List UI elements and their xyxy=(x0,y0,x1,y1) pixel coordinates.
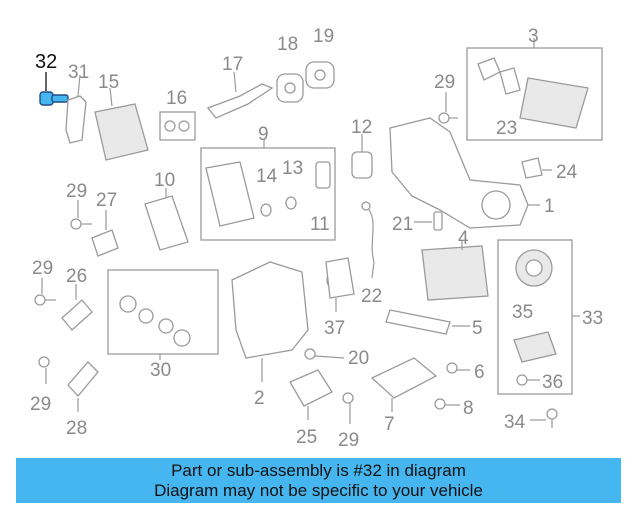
callout-11: 11 xyxy=(310,214,330,235)
parts-diagram: 32 31 15 16 17 18 19 3 23 xyxy=(30,26,603,451)
part-12-actuator xyxy=(351,134,373,179)
part-34-screw xyxy=(530,408,558,428)
part-29-screw-bottom xyxy=(38,356,50,384)
part-3-assembly xyxy=(466,38,603,141)
callout-1: 1 xyxy=(544,196,555,217)
callout-29-mid: 29 xyxy=(32,258,53,279)
part-21-screw xyxy=(414,211,443,231)
part-32-bolt[interactable] xyxy=(39,72,69,106)
callout-25: 25 xyxy=(296,427,317,448)
part-30-linkage-set xyxy=(107,269,219,360)
part-27-bracket xyxy=(91,210,119,257)
part-18-gasket xyxy=(276,73,304,103)
callout-36: 36 xyxy=(542,372,563,393)
part-29-screw-center xyxy=(342,392,354,424)
callout-14: 14 xyxy=(256,166,278,187)
callout-17: 17 xyxy=(222,54,243,75)
part-24-clip xyxy=(521,157,552,179)
callout-8: 8 xyxy=(463,398,474,419)
callout-6: 6 xyxy=(474,362,485,383)
part-2-case xyxy=(231,261,309,382)
callout-26: 26 xyxy=(66,266,87,287)
callout-32[interactable]: 32 xyxy=(35,51,57,73)
info-banner: Part or sub-assembly is #32 in diagram D… xyxy=(16,458,621,503)
callout-15: 15 xyxy=(98,72,119,93)
part-17-pipe xyxy=(206,71,274,119)
part-10-filter xyxy=(144,188,189,251)
callout-18: 18 xyxy=(277,34,298,55)
callout-10: 10 xyxy=(154,170,175,191)
part-25-module xyxy=(289,369,333,420)
banner-line-1: Part or sub-assembly is #32 in diagram xyxy=(171,461,466,480)
callout-12: 12 xyxy=(351,117,372,138)
part-20-screw xyxy=(304,348,345,360)
part-8-screw xyxy=(434,398,460,410)
callout-2: 2 xyxy=(254,388,265,409)
part-15-evaporator xyxy=(94,87,149,161)
callout-22: 22 xyxy=(361,286,382,307)
part-22-sensor xyxy=(361,201,375,279)
callout-13: 13 xyxy=(282,158,303,179)
callout-37: 37 xyxy=(324,318,345,339)
part-37-motor xyxy=(325,257,355,312)
callout-16: 16 xyxy=(166,88,187,109)
callout-27: 27 xyxy=(96,190,117,211)
callout-30: 30 xyxy=(150,360,171,381)
callout-33: 33 xyxy=(582,308,603,329)
callout-3: 3 xyxy=(528,26,539,47)
callout-29-top: 29 xyxy=(434,72,455,93)
callout-9: 9 xyxy=(258,124,269,145)
callout-21: 21 xyxy=(392,214,413,235)
part-29-screw-left xyxy=(70,200,92,230)
callout-7: 7 xyxy=(384,414,395,435)
part-29-screw-mid xyxy=(34,278,56,306)
part-5-seal xyxy=(385,309,470,335)
callout-4: 4 xyxy=(458,228,469,249)
callout-29-bottom: 29 xyxy=(30,394,51,415)
part-29-screw-top xyxy=(438,92,458,124)
part-16-seals xyxy=(159,111,196,141)
part-26-bracket xyxy=(61,284,93,331)
banner-line-2: Diagram may not be specific to your vehi… xyxy=(154,481,483,500)
callout-29-left: 29 xyxy=(66,181,87,202)
callout-20: 20 xyxy=(348,348,369,369)
part-33-blower-assembly xyxy=(497,239,580,395)
part-4-filter xyxy=(421,240,489,301)
part-31-bracket xyxy=(65,74,87,144)
part-6-screw xyxy=(446,362,470,374)
part-19-gasket xyxy=(305,61,335,89)
part-28-bracket xyxy=(67,361,99,412)
part-7-duct xyxy=(370,357,438,412)
callout-19: 19 xyxy=(313,26,334,47)
callout-24: 24 xyxy=(556,162,578,183)
callout-28: 28 xyxy=(66,418,87,439)
callout-5: 5 xyxy=(472,318,483,339)
callout-35: 35 xyxy=(512,302,533,323)
part-1-heater-housing xyxy=(389,117,540,229)
callout-34: 34 xyxy=(504,412,526,433)
callout-31: 31 xyxy=(68,62,89,83)
callout-23: 23 xyxy=(496,118,517,139)
part-9-filter-set xyxy=(200,140,336,241)
callout-29-center: 29 xyxy=(338,430,359,451)
